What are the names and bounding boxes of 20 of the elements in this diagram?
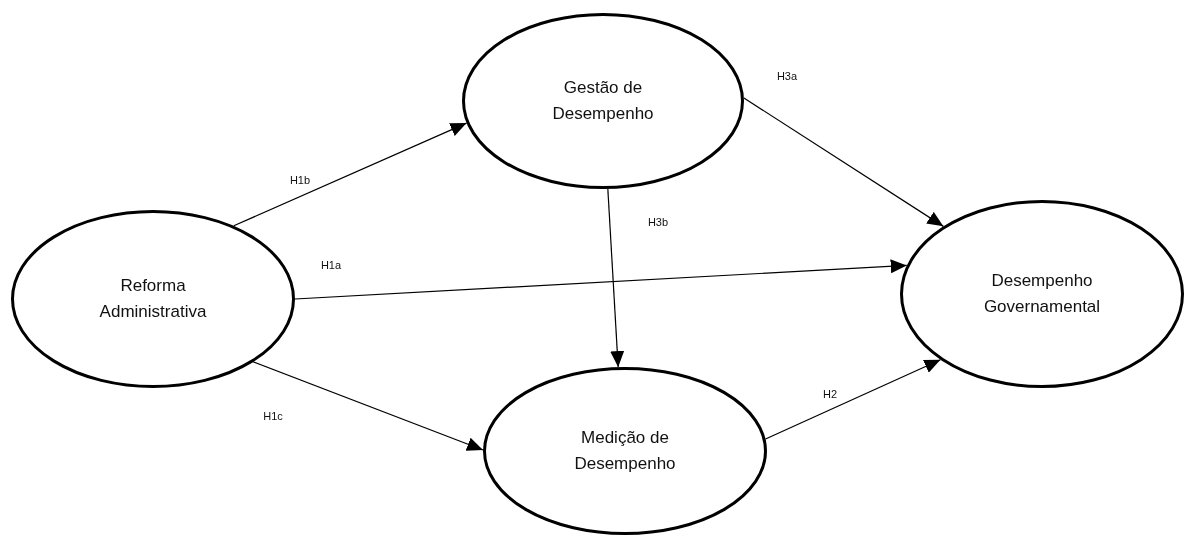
edge-label: H1a [320,259,342,271]
edge-label: H1c [263,410,283,422]
arrow [607,188,625,368]
edge-label: H1b [289,174,311,186]
arrow [294,259,908,300]
arrow [764,359,942,440]
node-label: Gestão de Desempenho [551,77,655,125]
arrow [252,361,484,451]
construct-ellipse [483,367,767,535]
construct-ellipse [462,13,744,189]
construct-ellipse [900,200,1184,388]
edge-label: H2 [822,388,838,400]
arrow [743,97,944,227]
node-label: Medição de Desempenho [573,427,677,475]
node-label: Reforma Administrativa [98,275,208,323]
arrow [233,122,468,227]
construct-ellipse [11,210,295,388]
edge-label: H3b [647,216,669,228]
edge-label: H3a [776,70,798,82]
node-label: Desempenho Governamental [982,270,1102,318]
